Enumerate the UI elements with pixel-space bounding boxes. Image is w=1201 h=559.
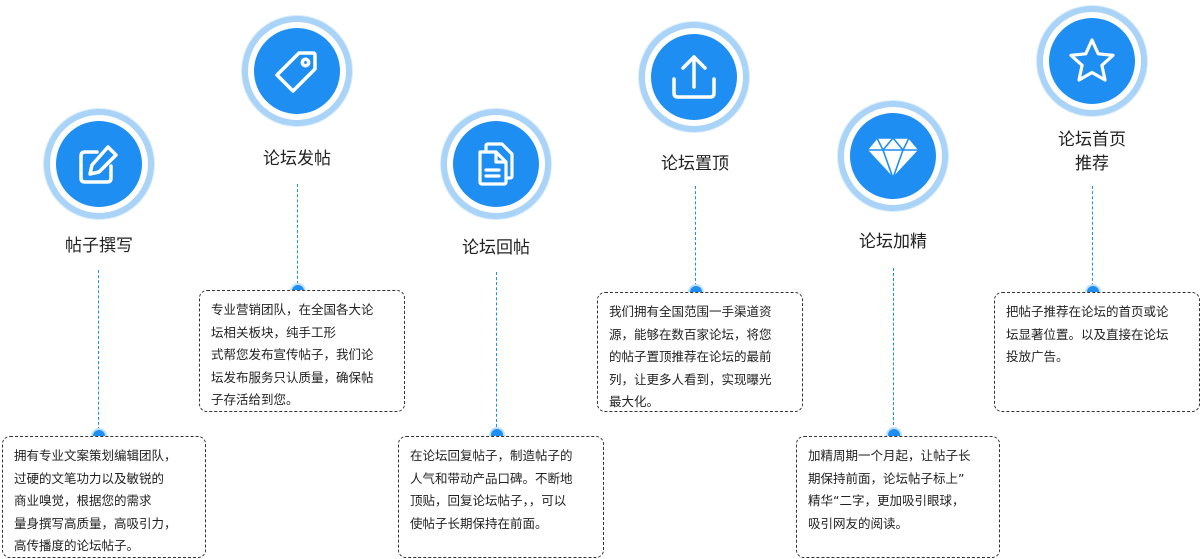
step-3-title: 论坛回帖: [462, 238, 530, 258]
step-6-icon-circle: [1037, 6, 1147, 116]
step-1-title: 帖子撰写: [65, 236, 133, 256]
step-2-description-box: 专业营销团队，在全国各大论 坛相关板块，纯手工形 式帮您发布宣传帖子，我们论 坛…: [199, 290, 405, 412]
step-4-connector: [695, 186, 696, 286]
step-3-description-box: 在论坛回复帖子，制造帖子的 人气和带动产品口碑。不断地 顶贴，回复论坛帖子，，可…: [398, 436, 604, 558]
step-5-icon-circle: [838, 101, 948, 211]
step-6-description-box: 把帖子推荐在论坛的首页或论 坛显著位置。以及直接在论坛 投放广告。: [994, 292, 1200, 412]
edit-icon: [79, 145, 118, 184]
step-3-icon-circle: [441, 109, 551, 219]
step-5-title: 论坛加精: [859, 232, 927, 252]
step-5-connector: [893, 268, 894, 430]
step-1-icon-circle: [44, 109, 154, 219]
step-2-connector: [297, 184, 298, 284]
tag-icon: [275, 51, 317, 93]
diamond-icon: [866, 137, 920, 179]
step-4-title: 论坛置顶: [661, 154, 729, 174]
step-3-connector: [496, 272, 497, 432]
step-1-description-box: 拥有专业文案策划编辑团队， 过硬的文笔功力以及敏锐的 商业嗅觉，根据您的需求 量…: [2, 436, 206, 558]
step-2-title: 论坛发帖: [263, 149, 331, 169]
step-5-description-box: 加精周期一个月起，让帖子长 期保持前面，论坛帖子标上” 精华“二字，更加吸引眼球…: [796, 436, 1000, 558]
star-icon: [1069, 38, 1115, 82]
step-6-title: 论坛首页 推荐: [1058, 130, 1126, 174]
step-4-icon-circle: [639, 22, 749, 132]
step-2-icon-circle: [242, 16, 352, 126]
step-6-connector: [1092, 186, 1093, 286]
documents-icon: [478, 142, 514, 186]
step-4-description-box: 我们拥有全国范围一手渠道资 源，能够在数百家论坛，将您 的帖子置顶推荐在论坛的最…: [597, 292, 803, 412]
upload-icon: [672, 55, 716, 99]
step-1-connector: [98, 270, 99, 430]
